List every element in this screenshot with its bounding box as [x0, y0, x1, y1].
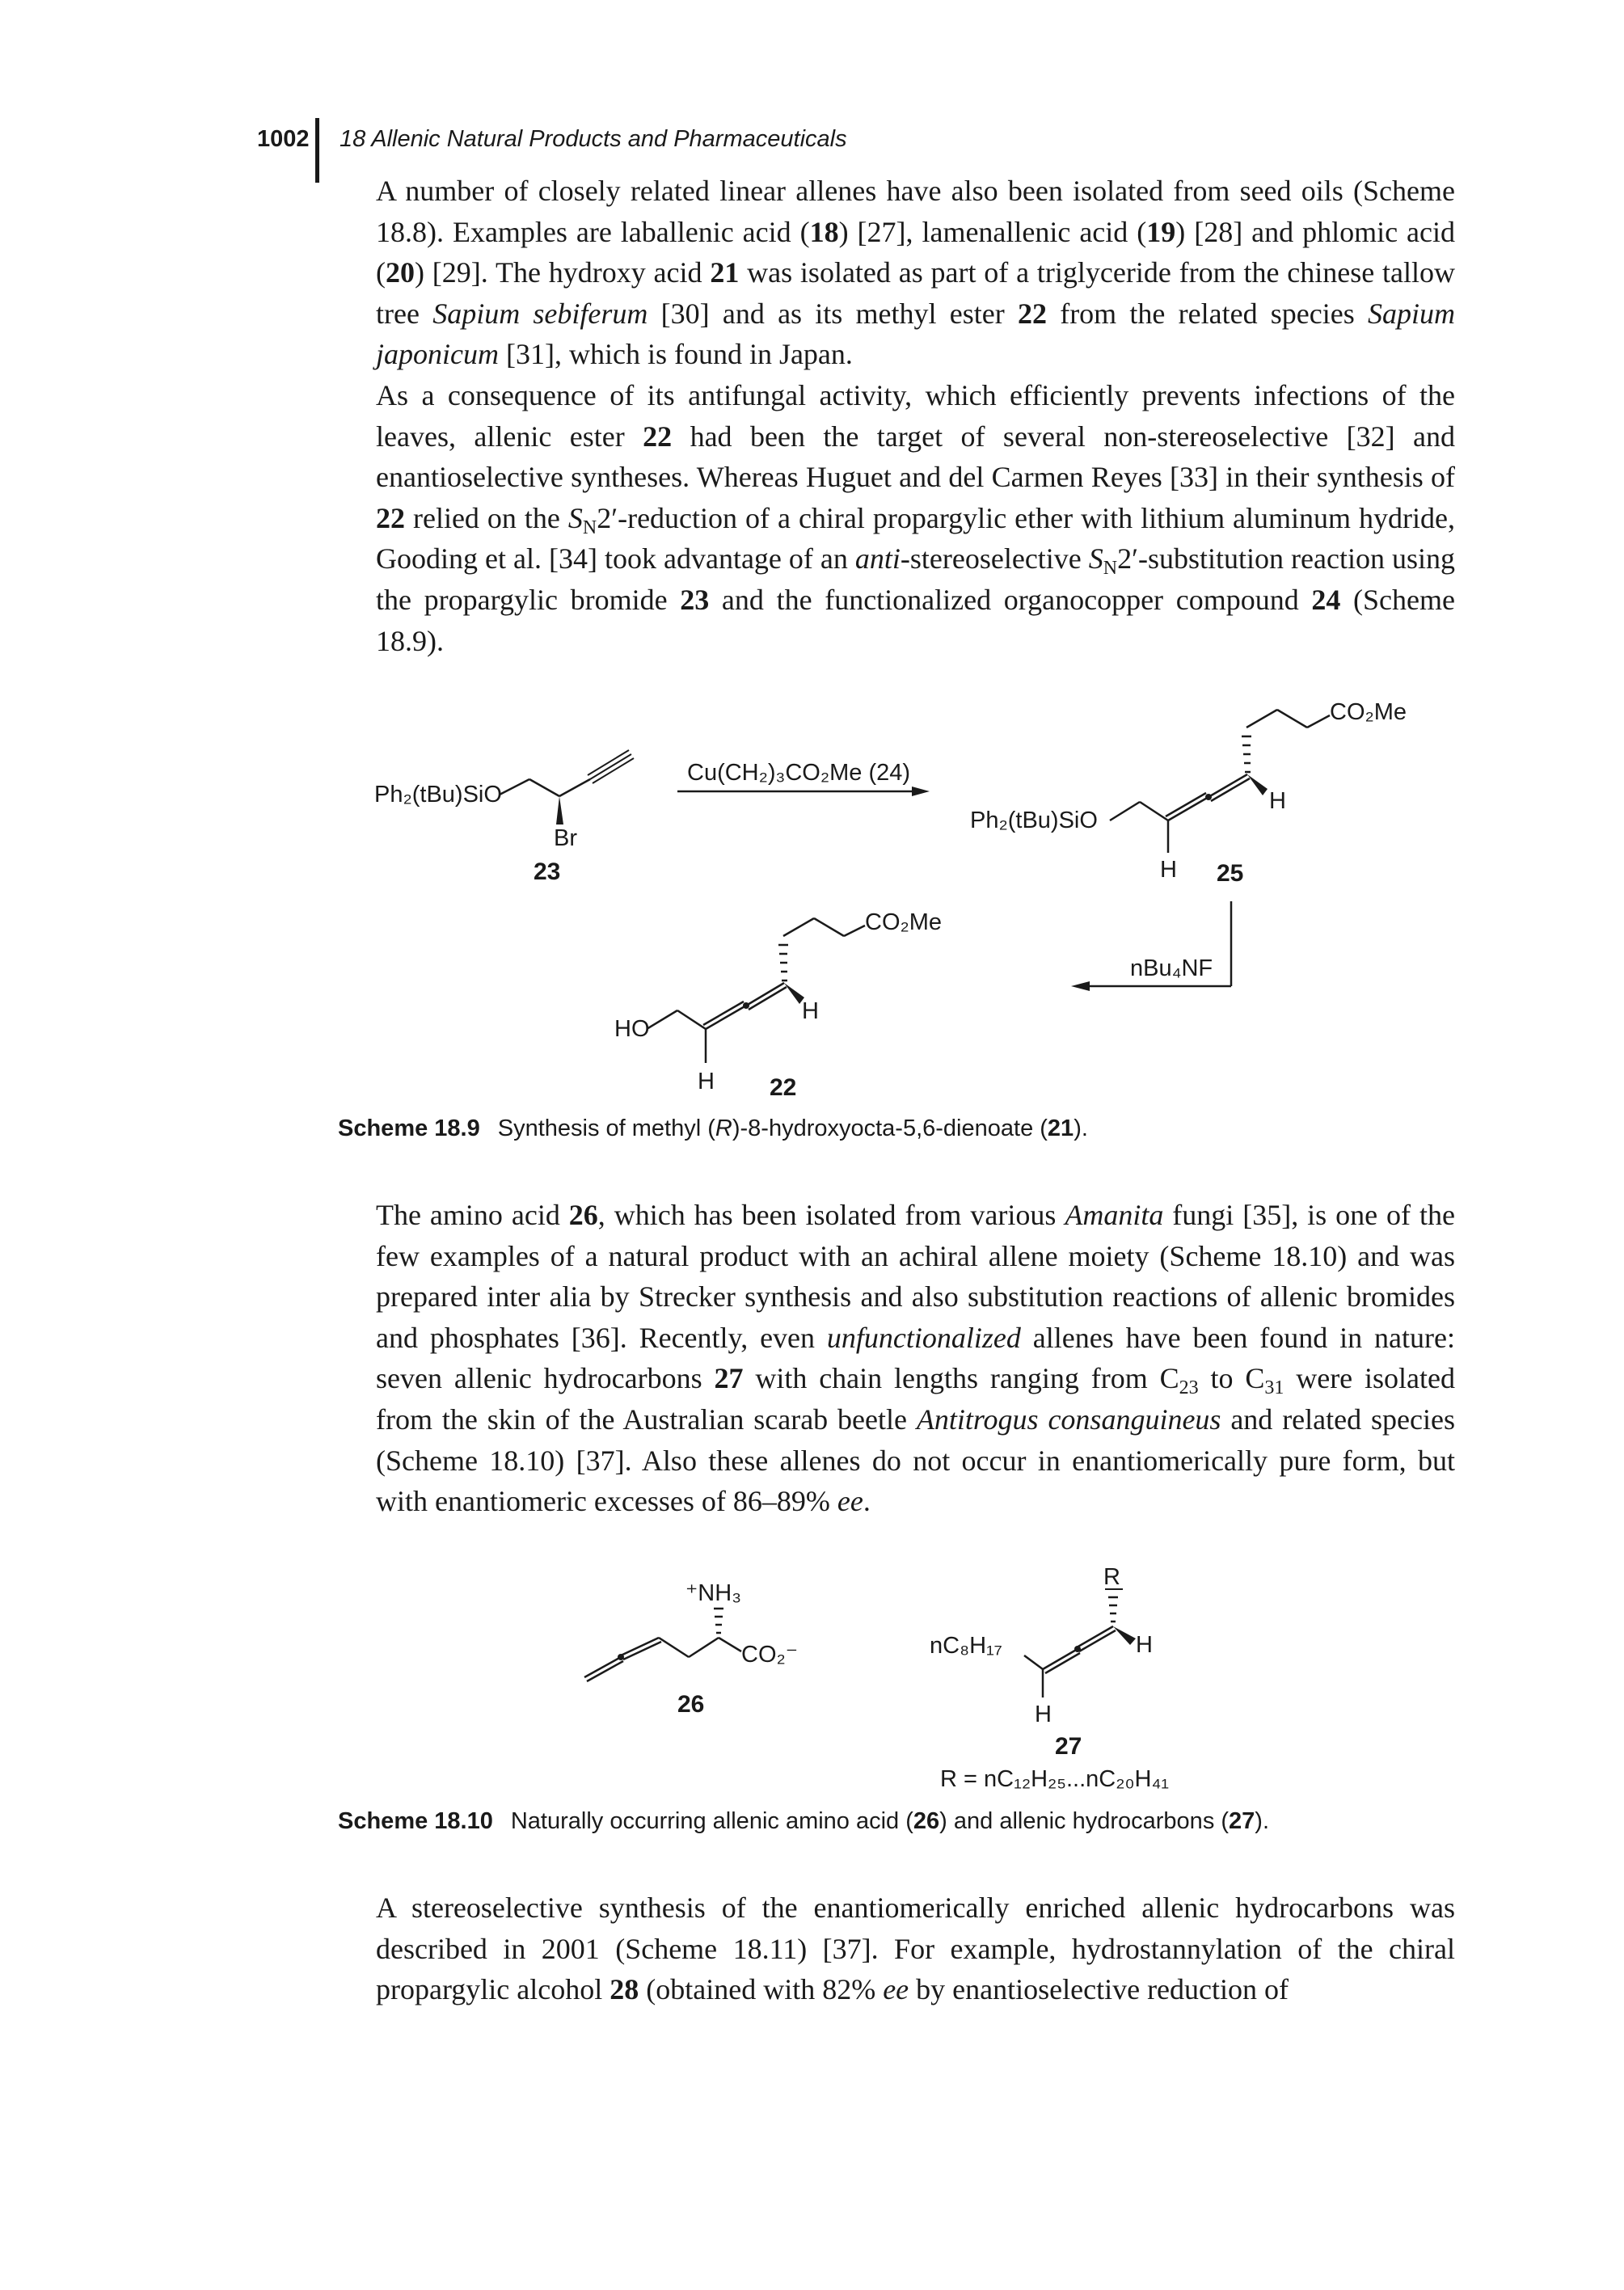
compound-22-hydroxy-label: HO: [614, 1016, 650, 1042]
compound-22-h-right-label: H: [802, 998, 819, 1024]
paragraph-4: A stereoselective synthesis of the enant…: [376, 1891, 1455, 2006]
running-title: 18 Allenic Natural Products and Pharmace…: [340, 126, 847, 152]
compound-23-bromo-label: Br: [554, 825, 577, 851]
compound-27-octyl-label: nC₈H₁₇: [930, 1633, 1002, 1659]
scheme-18-10-figure: ⁺NH₃ CO₂⁻ 26 R H nC₈H₁₇ H 27 R = nC₁₂H₂₅…: [584, 1564, 1169, 1792]
header-divider: [315, 118, 319, 183]
r-group-definition: R = nC₁₂H₂₅...nC₂₀H₄₁: [940, 1766, 1169, 1792]
compound-26-number: 26: [677, 1691, 704, 1718]
compound-25-h-right-label: H: [1269, 788, 1286, 814]
paragraph-1: A number of closely related linear allen…: [376, 175, 1455, 371]
compound-27-h-bottom-label: H: [1035, 1702, 1052, 1727]
compound-23-number: 23: [534, 858, 560, 885]
paragraph-2: As a consequence of its antifungal activ…: [376, 379, 1455, 657]
scheme-18-9-figure: Ph₂(tBu)SiO Br 23 Cu(CH₂)₃CO₂Me (24) Ph₂…: [374, 699, 1407, 1101]
compound-26-carboxylate-label: CO₂⁻: [741, 1642, 798, 1668]
compound-22-ester-label: CO₂Me: [865, 909, 942, 935]
compound-23-silyloxy-label: Ph₂(tBu)SiO: [374, 782, 502, 808]
reagent-24-label: Cu(CH₂)₃CO₂Me (24): [687, 760, 910, 786]
compound-25-number: 25: [1217, 860, 1243, 887]
compound-25-silyloxy-label: Ph₂(tBu)SiO: [970, 808, 1098, 833]
compound-25-ester-label: CO₂Me: [1330, 699, 1407, 725]
compound-27-r-label: R: [1103, 1564, 1120, 1590]
compound-22-h-bottom-label: H: [698, 1069, 715, 1094]
compound-25-h-bottom-label: H: [1160, 857, 1177, 883]
compound-27-number: 27: [1055, 1733, 1082, 1760]
compound-22-number: 22: [770, 1074, 796, 1101]
paragraph-3: The amino acid 26, which has been isolat…: [376, 1199, 1455, 1518]
page-number: 1002: [257, 126, 310, 152]
compound-26-ammonium-label: ⁺NH₃: [685, 1580, 741, 1606]
compound-27-h-right-label: H: [1136, 1632, 1153, 1658]
reagent-tbaf-label: nBu₄NF: [1130, 955, 1213, 981]
